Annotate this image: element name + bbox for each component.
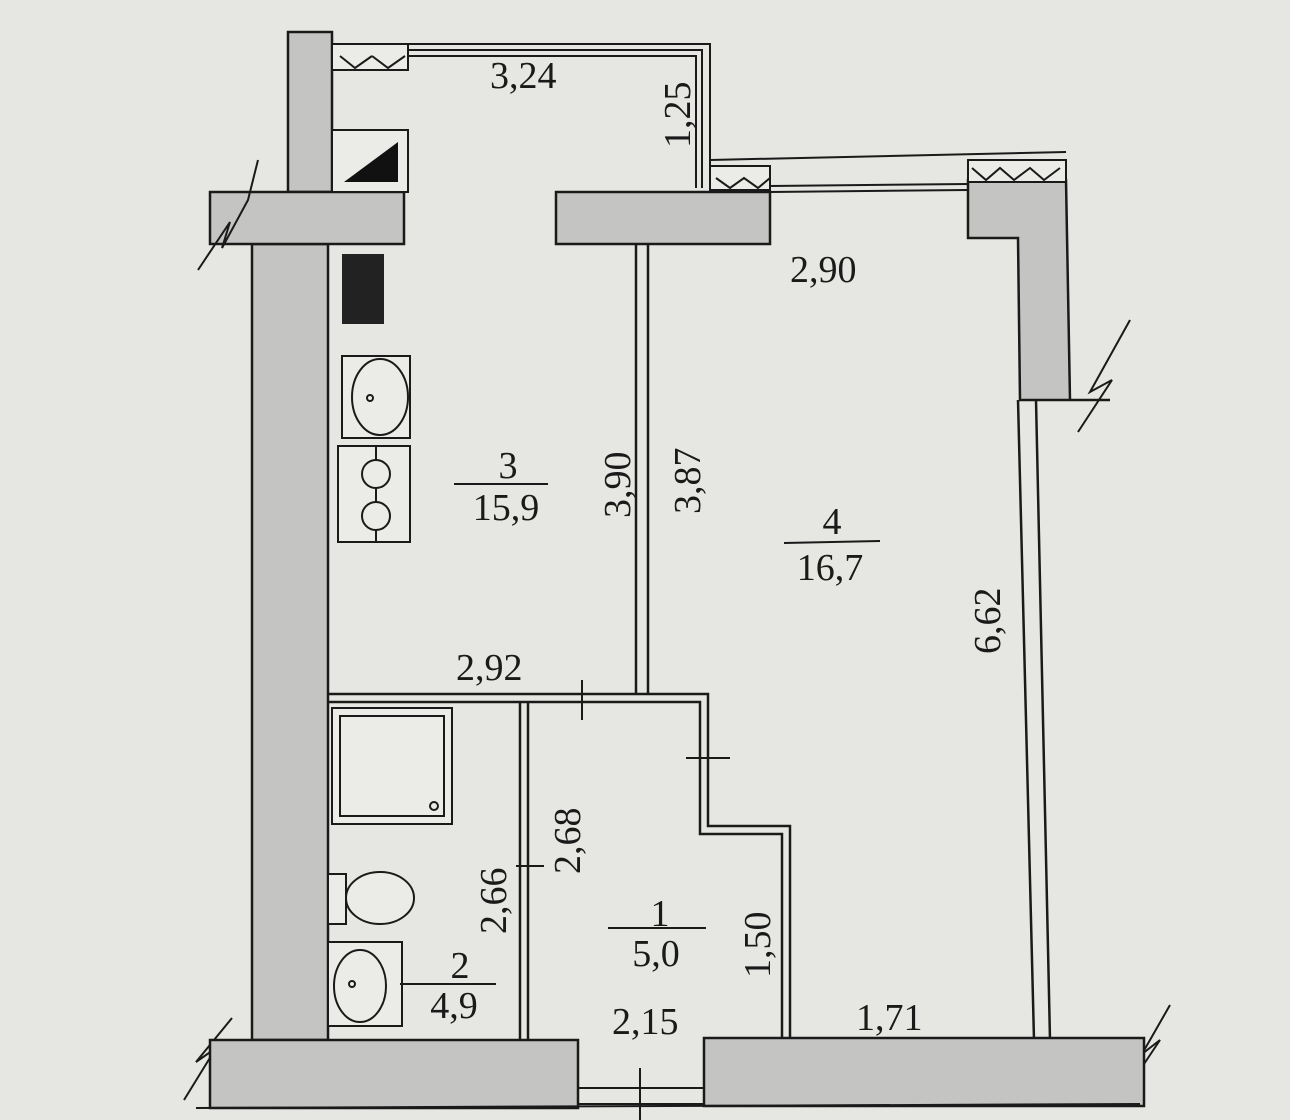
dim-room4-partition: 3,87: [667, 448, 709, 515]
svg-text:1: 1: [651, 893, 670, 935]
room-4-label: 4 16,7: [783, 501, 881, 589]
room-1-label: 1 5,0: [608, 893, 706, 975]
dim-bath-height: 2,66: [473, 868, 515, 935]
kitchen-fixtures: [331, 129, 411, 543]
top-wall-segment: [554, 190, 772, 246]
svg-text:2: 2: [451, 945, 470, 987]
dim-room4-bottom: 1,71: [856, 997, 923, 1039]
left-exterior-wall: [208, 30, 406, 1042]
dim-balcony-width: 3,24: [490, 55, 557, 97]
dim-hall-side: 1,50: [737, 912, 779, 979]
window-top-right: [709, 151, 1067, 193]
svg-text:5,0: 5,0: [632, 933, 680, 975]
dim-kitchen-width: 2,92: [456, 647, 523, 689]
svg-text:4: 4: [823, 501, 842, 543]
right-exterior-wall: [966, 178, 1110, 402]
bathroom-fixtures: [327, 707, 453, 1027]
room-3-label: 3 15,9: [454, 445, 548, 529]
svg-text:3: 3: [499, 445, 518, 487]
svg-text:4,9: 4,9: [430, 985, 478, 1027]
break-mark-top-left: [197, 159, 259, 271]
dim-kitchen-height: 3,90: [597, 452, 639, 519]
dim-room4-width: 2,90: [790, 249, 857, 291]
room-2-label: 2 4,9: [400, 945, 496, 1027]
interior-walls: [328, 244, 1052, 1041]
svg-text:15,9: 15,9: [473, 487, 540, 529]
dim-hall-height: 2,68: [547, 808, 589, 875]
dim-room4-height: 6,62: [967, 588, 1009, 655]
svg-text:16,7: 16,7: [797, 547, 864, 589]
dim-hall-width: 2,15: [612, 1001, 679, 1043]
balcony: [331, 43, 711, 188]
bottom-exterior-wall: [195, 1036, 1146, 1120]
break-mark-right: [1077, 319, 1131, 433]
dim-balcony-depth: 1,25: [657, 82, 699, 149]
